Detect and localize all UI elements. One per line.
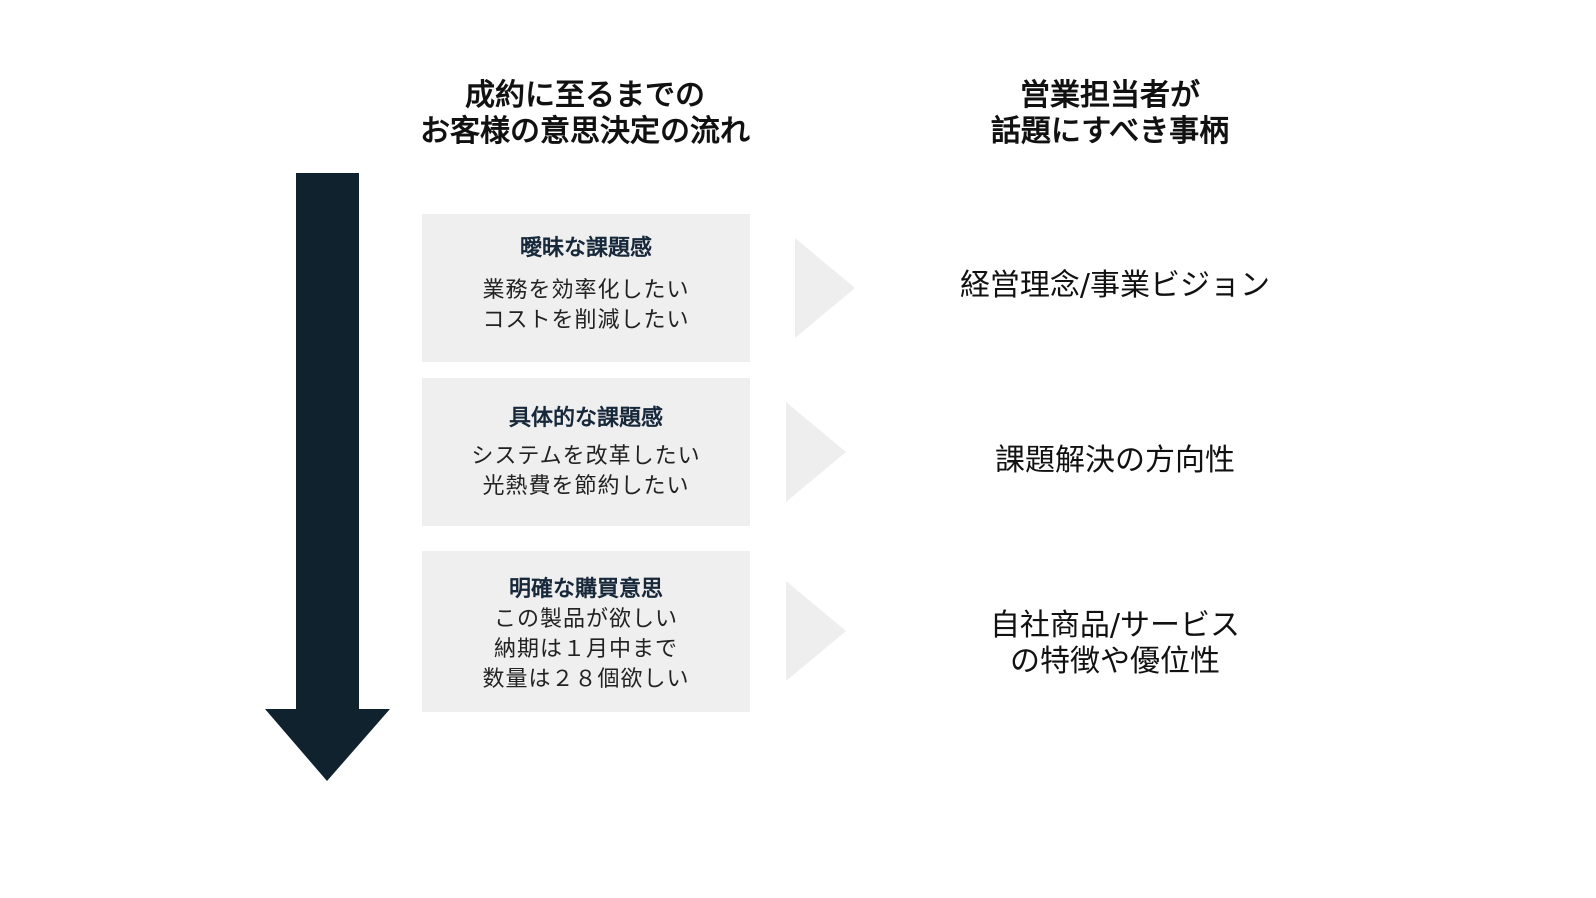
- left-title-line-1: 成約に至るまでの: [465, 78, 705, 113]
- stage-body: この製品が欲しい 納期は１月中まで 数量は２８個欲しい: [422, 605, 750, 695]
- flow-arrow-shaft: [296, 173, 359, 712]
- stage-line: システムを改革したい: [471, 444, 701, 469]
- right-column-title: 営業担当者が 話題にすべき事柄: [910, 78, 1310, 150]
- stage-line: 数量は２８個欲しい: [482, 667, 690, 692]
- right-title-line-1: 営業担当者が: [1020, 78, 1200, 113]
- chevron-right-icon: [786, 402, 846, 502]
- stage-line: 光熱費を節約したい: [482, 474, 690, 499]
- left-column-title: 成約に至るまでの お客様の意思決定の流れ: [385, 78, 785, 150]
- stage-heading: 曖昧な課題感: [519, 236, 652, 261]
- stage-heading: 明確な購買意思: [508, 577, 663, 602]
- stage-line: 納期は１月中まで: [493, 637, 678, 662]
- right-title-line-2: 話題にすべき事柄: [990, 114, 1230, 149]
- stage-line: この製品が欲しい: [493, 607, 678, 632]
- stage-box-vague-issue: 曖昧な課題感 業務を効率化したい コストを削減したい: [422, 214, 750, 362]
- stage-body: システムを改革したい 光熱費を節約したい: [422, 442, 750, 502]
- left-title-line-2: お客様の意思決定の流れ: [420, 114, 750, 149]
- chevron-right-icon: [786, 581, 846, 681]
- topic-vision: 経営理念/事業ビジョン: [880, 268, 1350, 304]
- stage-box-purchase-intent: 明確な購買意思 この製品が欲しい 納期は１月中まで 数量は２８個欲しい: [422, 551, 750, 712]
- stage-box-concrete-issue: 具体的な課題感 システムを改革したい 光熱費を節約したい: [422, 378, 750, 526]
- flow-arrow-head: [265, 709, 390, 781]
- topic-solution-direction: 課題解決の方向性: [880, 443, 1350, 479]
- stage-line: コストを削減したい: [482, 308, 690, 333]
- topic-line: の特徴や優位性: [1010, 644, 1220, 679]
- topic-line: 自社商品/サービス: [989, 608, 1241, 643]
- stage-heading: 具体的な課題感: [508, 406, 663, 431]
- chevron-right-icon: [795, 238, 855, 338]
- topic-product-advantage: 自社商品/サービス の特徴や優位性: [880, 608, 1350, 680]
- stage-line: 業務を効率化したい: [482, 278, 690, 303]
- stage-body: 業務を効率化したい コストを削減したい: [422, 276, 750, 336]
- topic-line: 課題解決の方向性: [995, 443, 1235, 478]
- topic-line: 経営理念/事業ビジョン: [959, 268, 1271, 303]
